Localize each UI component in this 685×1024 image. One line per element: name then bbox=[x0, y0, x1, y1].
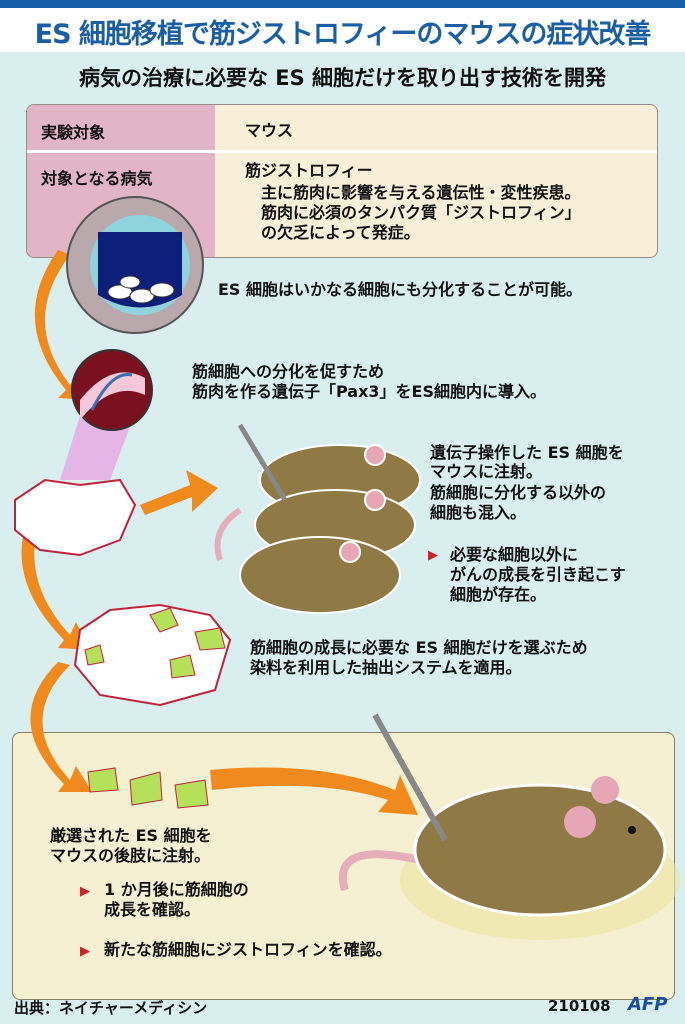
pax3-text: 筋肉を作る遺伝子「Pax3」をES細胞内に導入。 bbox=[192, 382, 547, 401]
es-cell-text: ES 細胞はいかなる細胞にも分化することが可能。 bbox=[218, 280, 583, 299]
select-text: 染料を利用した抽出システムを適用。 bbox=[250, 658, 522, 677]
green-cells bbox=[84, 607, 226, 809]
arrow-icon bbox=[140, 470, 218, 515]
syringe-icon bbox=[372, 713, 448, 842]
syringe-icon bbox=[237, 423, 288, 502]
result-text: 新たな筋細胞にジストロフィンを確認。 bbox=[104, 940, 392, 959]
value-subject: マウス bbox=[245, 121, 294, 140]
select-text: 筋細胞の成長に必要な ES 細胞だけを選ぶため bbox=[250, 638, 588, 657]
subtitle: 病気の治療に必要な ES 細胞だけを取り出す技術を開発 bbox=[78, 66, 607, 90]
page-title: ES 細胞移植で筋ジストロフィーのマウスの症状改善 bbox=[34, 19, 652, 50]
inject-note: 細胞が存在。 bbox=[450, 585, 547, 604]
disease-detail: 主に筋肉に影響を与える遺伝性・変性疾患。 bbox=[261, 183, 581, 202]
transplant-text: 厳選された ES 細胞を bbox=[50, 826, 212, 845]
inject-note: 必要な細胞以外に bbox=[450, 545, 579, 564]
bullet-icon: ▶ bbox=[428, 548, 438, 563]
inject-note: がんの成長を引き起こす bbox=[450, 565, 626, 584]
row-divider bbox=[27, 150, 657, 153]
inject-text: 遺伝子操作した ES 細胞を bbox=[430, 443, 624, 462]
arrow-icon bbox=[30, 662, 92, 792]
inject-text: 細胞も混入。 bbox=[430, 503, 527, 522]
inject-text: 筋細胞に分化する以外の bbox=[430, 483, 607, 502]
label-subject: 実験対象 bbox=[41, 123, 106, 142]
title-band bbox=[0, 8, 685, 52]
result-text: 1 か月後に筋細胞の bbox=[104, 880, 249, 899]
mouse-group-icon bbox=[214, 444, 421, 614]
value-disease: 筋ジストロフィー bbox=[245, 161, 373, 180]
label-disease: 対象となる病気 bbox=[41, 169, 153, 188]
es-cell-icon bbox=[66, 196, 204, 334]
bullet-icon: ▶ bbox=[80, 884, 90, 899]
transplant-text: マウスの後肢に注射。 bbox=[50, 846, 211, 865]
inject-text: マウスに注射。 bbox=[430, 462, 543, 481]
large-mouse-icon bbox=[338, 776, 680, 940]
top-bar bbox=[0, 0, 685, 8]
bullet-icon: ▶ bbox=[80, 944, 90, 959]
arrow-icon bbox=[210, 767, 418, 815]
pax3-text: 筋細胞への分化を促すため bbox=[192, 362, 385, 381]
cell-cluster-icon bbox=[14, 478, 232, 707]
dna-icon bbox=[71, 349, 153, 431]
source-credit: 出典：ネイチャーメディシン bbox=[14, 999, 208, 1017]
afp-logo: AFP bbox=[628, 994, 668, 1015]
result-text: 成長を確認。 bbox=[104, 900, 201, 919]
graphic-code: 210108 bbox=[548, 997, 611, 1015]
disease-detail: 筋肉に必須のタンパク質「ジストロフィン」 bbox=[261, 203, 581, 222]
arrow-icon bbox=[34, 250, 88, 400]
disease-detail: の欠乏によって発症。 bbox=[261, 223, 420, 242]
